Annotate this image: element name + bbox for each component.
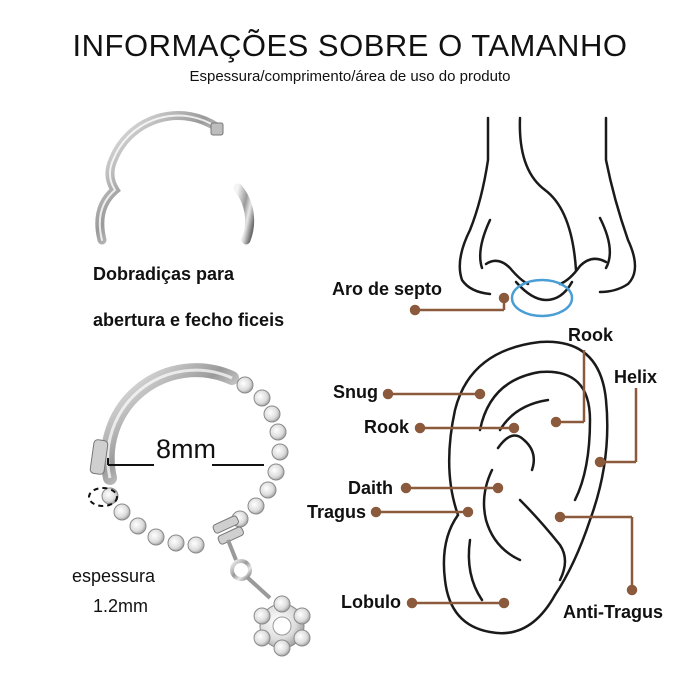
leader-lines [370, 292, 638, 609]
page-title: INFORMAÇÕES SOBRE O TAMANHO [72, 28, 628, 63]
label-septum: Aro de septo [332, 279, 443, 299]
septum-ring [510, 278, 574, 318]
label-daith: Daith [348, 478, 393, 498]
label-helix: Helix [614, 367, 658, 387]
label-rook: Rook [364, 417, 409, 437]
thickness-value: 1.2mm [93, 596, 149, 616]
thickness-label: espessura [72, 566, 156, 586]
feature-text-line-1: Dobradiças para [93, 264, 235, 284]
label-snug: Snug [333, 382, 378, 402]
diameter-measure [107, 458, 264, 466]
page-subtitle: Espessura/comprimento/área de uso do pro… [189, 68, 511, 85]
label-anti-tragus: Anti-Tragus [563, 602, 664, 622]
label-lobulo: Lobulo [341, 592, 401, 612]
hinged-ring-open [95, 111, 255, 245]
label-tragus: Tragus [307, 502, 367, 522]
flower-charm [253, 595, 311, 657]
jeweled-ring [89, 363, 311, 657]
thickness-marker [88, 487, 118, 507]
label-rook-top: Rook [568, 325, 613, 345]
feature-text-line-2: abertura e fecho ficeis [93, 310, 285, 330]
ear-diagram [442, 340, 609, 635]
diameter-label: 8mm [156, 434, 216, 464]
nose-diagram [458, 116, 637, 302]
